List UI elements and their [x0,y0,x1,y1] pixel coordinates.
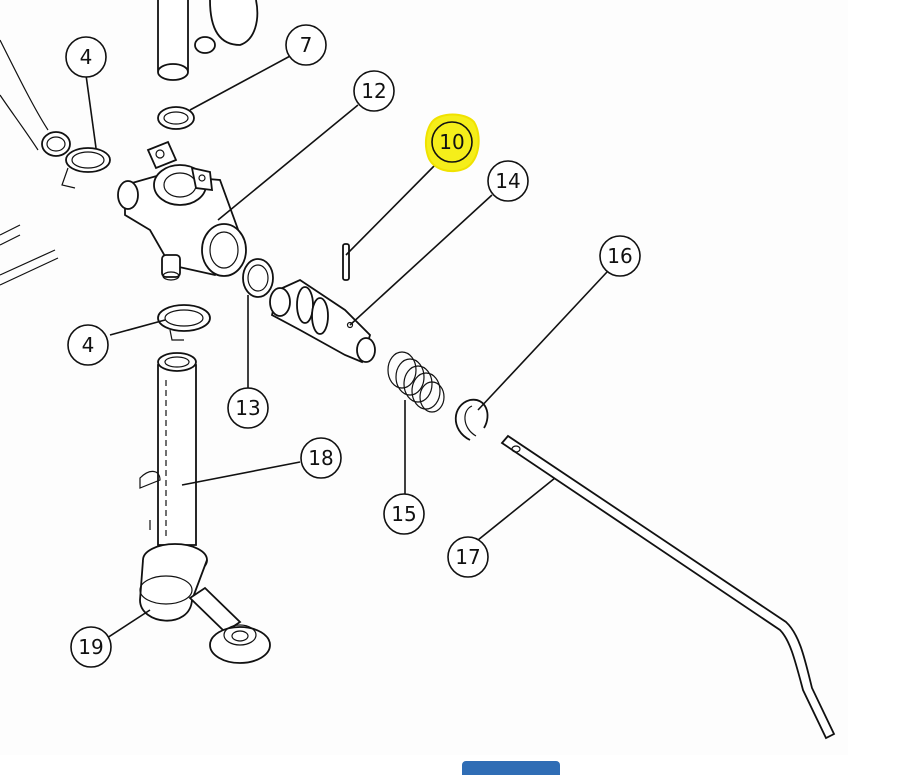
svg-text:19: 19 [78,635,103,659]
callout-18: 18 [300,437,342,479]
svg-text:13: 13 [235,396,260,420]
callout-16: 16 [599,235,641,277]
svg-text:7: 7 [300,33,313,57]
rod-17 [500,434,836,740]
rods-left [0,224,59,286]
hose-top-left [0,39,71,157]
callout-15: 15 [383,493,425,535]
snap-ring-16 [454,398,489,441]
callout-14: 14 [487,160,529,202]
valve-body-12 [117,140,247,281]
svg-text:18: 18 [308,446,333,470]
callout-19: 19 [70,626,112,668]
bottom-action-button[interactable] [462,761,560,775]
leader-lines [85,54,608,639]
clamp-4-lower [157,304,211,341]
svg-text:10: 10 [439,130,464,154]
svg-text:4: 4 [82,333,95,357]
svg-text:4: 4 [80,45,93,69]
callout-12: 12 [353,70,395,112]
svg-text:14: 14 [495,169,520,193]
svg-text:12: 12 [361,79,386,103]
callout-7: 7 [285,24,327,66]
fitting-top [157,0,259,81]
callout-4-upper: 4 [65,36,107,78]
callout-17: 17 [447,536,489,578]
diagram-svg: 7 4 12 10 14 16 4 13 18 15 17 19 [0,0,836,740]
callout-10: 10 [431,121,473,163]
svg-text:15: 15 [391,502,416,526]
svg-text:17: 17 [455,545,480,569]
clamp-4-upper [61,147,111,189]
o-ring-7 [157,106,195,130]
fitting-19 [139,543,271,664]
pin-10 [342,243,350,281]
hose-18 [139,352,197,546]
callout-4-lower: 4 [67,324,109,366]
callout-13: 13 [227,387,269,429]
spring-15 [387,351,445,413]
plunger-14 [269,278,376,364]
svg-text:16: 16 [607,244,632,268]
parts-diagram: 7 4 12 10 14 16 4 13 18 15 17 19 [0,0,836,740]
